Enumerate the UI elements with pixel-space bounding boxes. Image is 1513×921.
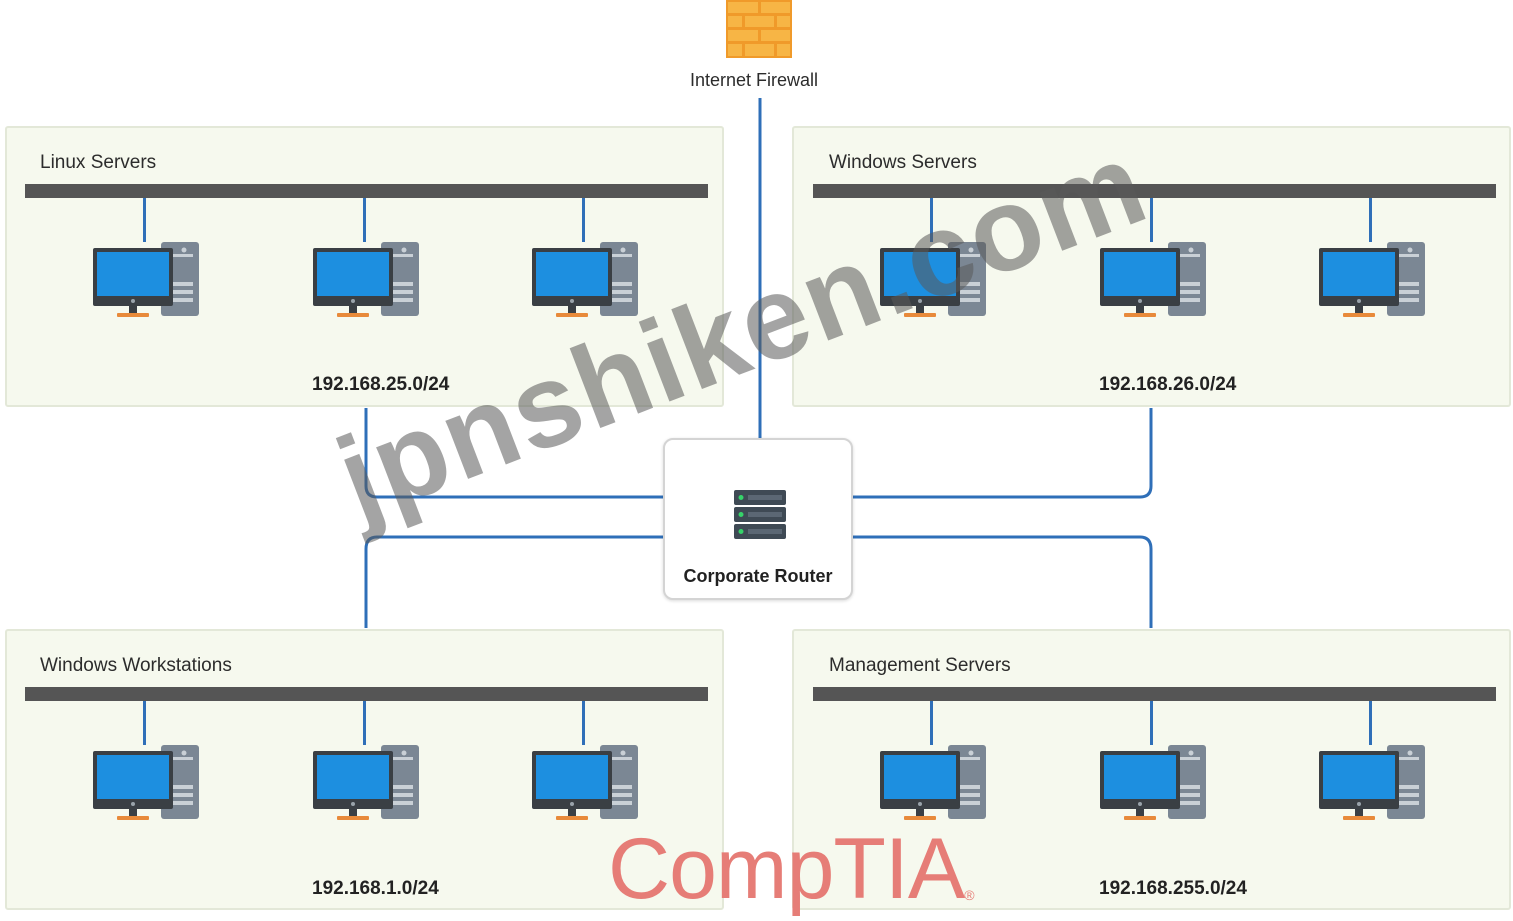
drop-line <box>363 701 366 745</box>
computer-icon <box>1100 240 1208 320</box>
linux-router-link <box>364 408 716 497</box>
mgmt-router-link <box>802 537 1153 628</box>
drop-line <box>930 701 933 745</box>
network-bus <box>25 687 708 701</box>
computer-icon <box>313 240 421 320</box>
computer-icon <box>1319 240 1427 320</box>
network-bus <box>25 184 708 198</box>
computer-icon <box>1100 743 1208 823</box>
zone-management-servers: Management Servers 192.168.255.0/24 <box>792 629 1511 910</box>
drop-line <box>582 701 585 745</box>
computer-icon <box>93 240 201 320</box>
comptia-logo: CompTIA® <box>608 826 975 912</box>
zone-windows-workstations: Windows Workstations 192.168.1.0/24 <box>5 629 724 910</box>
router-label: Corporate Router <box>683 566 833 586</box>
computer-icon <box>880 240 988 320</box>
drop-line <box>1150 198 1153 242</box>
zone-title: Windows Workstations <box>40 655 232 676</box>
zone-title: Management Servers <box>829 655 1011 676</box>
firewall-label: Internet Firewall <box>690 70 819 90</box>
zone-windows-servers: Windows Servers 192.168.26.0/24 <box>792 126 1511 407</box>
computer-icon <box>93 743 201 823</box>
logo-text: CompTIA <box>608 821 965 917</box>
drop-line <box>1150 701 1153 745</box>
drop-line <box>582 198 585 242</box>
drop-line <box>1369 701 1372 745</box>
drop-line <box>363 198 366 242</box>
computer-icon <box>313 743 421 823</box>
drop-line <box>143 198 146 242</box>
drop-line <box>930 198 933 242</box>
firewall-icon <box>726 0 792 58</box>
subnet-label: 192.168.26.0/24 <box>1099 374 1237 395</box>
network-bus <box>813 184 1496 198</box>
network-bus <box>813 687 1496 701</box>
zone-title: Windows Servers <box>829 152 977 173</box>
router-icon <box>734 490 786 545</box>
subnet-label: 192.168.25.0/24 <box>312 374 450 395</box>
computer-icon <box>532 240 640 320</box>
subnet-label: 192.168.255.0/24 <box>1099 878 1247 899</box>
computer-icon <box>532 743 640 823</box>
zone-linux-servers: Linux Servers 192.168.25.0/24 <box>5 126 724 407</box>
zone-title: Linux Servers <box>40 152 157 173</box>
drop-line <box>1369 198 1372 242</box>
subnet-label: 192.168.1.0/24 <box>312 878 439 899</box>
computer-icon <box>880 743 988 823</box>
registered-mark: ® <box>964 887 974 903</box>
computer-icon <box>1319 743 1427 823</box>
winsrv-router-link <box>802 408 1153 497</box>
corporate-router: Corporate Router <box>663 438 853 600</box>
winws-router-link <box>364 537 716 628</box>
drop-line <box>143 701 146 745</box>
